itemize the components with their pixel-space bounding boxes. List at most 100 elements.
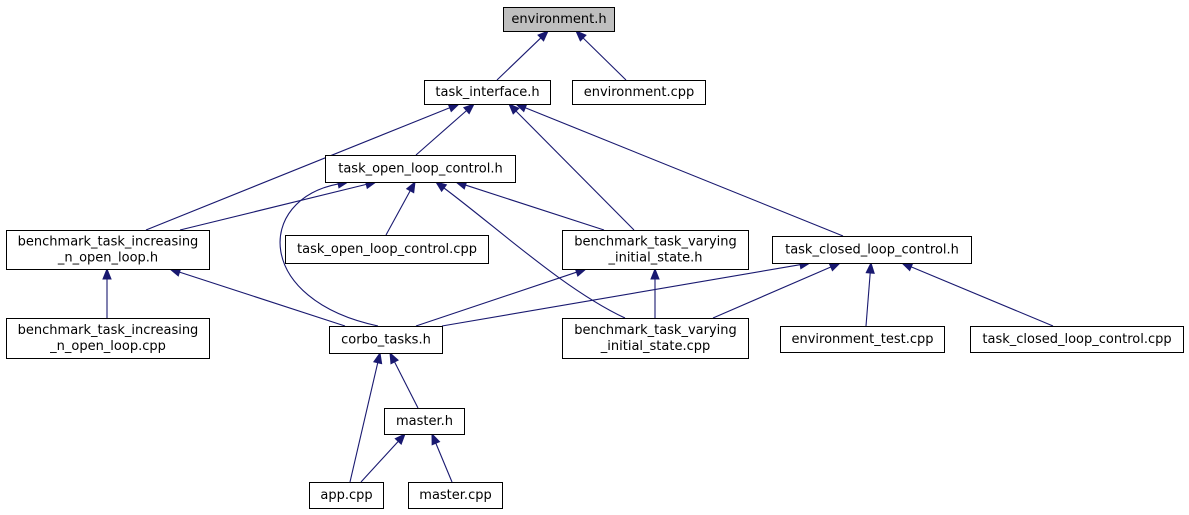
edge-line [582, 37, 627, 81]
arrow-head [102, 267, 112, 280]
edge-line [415, 110, 467, 156]
arrow-head [828, 262, 842, 272]
node-benchmark-task-increasing-n-open-loop-cpp[interactable]: benchmark_task_increasing_n_open_loop.cp… [6, 318, 210, 359]
edge-line [349, 362, 379, 483]
node-label: corbo_tasks.h [341, 333, 431, 348]
node-environment-h: environment.h [503, 7, 615, 32]
arrow-head [389, 351, 399, 365]
node-master-h[interactable]: master.h [384, 408, 465, 435]
node-label: master.cpp [419, 488, 491, 503]
arrow-head [900, 262, 914, 272]
edge-benchmark_task_varying_initial_state_cpp-to-task_open_loop_control_h [434, 181, 626, 319]
edge-benchmark_task_varying_initial_state_cpp-to-task_closed_loop_control_h [712, 262, 842, 319]
node-label: app.cpp [320, 488, 372, 503]
arrow-head [650, 267, 660, 280]
arrow-head [447, 103, 461, 113]
arrow-head [434, 181, 448, 193]
edge-benchmark_task_increasing_n_open_loop_cpp-to-benchmark_task_increasing_n_open_loop_h [102, 267, 112, 318]
edge-line [441, 264, 801, 327]
edge-master_cpp-to-master_h [431, 432, 453, 483]
edge-line [435, 443, 453, 483]
edge-task_open_loop_control_cpp-to-task_open_loop_control_h [385, 180, 416, 236]
nodes-layer: environment.h task_interface.h environment… [6, 7, 1184, 509]
arrow-head [431, 432, 441, 446]
node-box [562, 230, 749, 270]
edge-line [385, 190, 411, 236]
edge-environment_test_cpp-to-task_closed_loop_control_h [865, 261, 875, 327]
edge-line [394, 361, 419, 409]
node-box [285, 235, 489, 264]
edge-corbo_tasks_h-to-benchmark_task_increasing_n_open_loop_h [168, 267, 346, 327]
edge-environment_cpp-to-environment_h [575, 30, 627, 81]
node-environment-cpp[interactable]: environment.cpp [572, 80, 706, 105]
edge-line [443, 187, 626, 319]
node-label: _initial_state.h [607, 251, 702, 266]
node-label: task_interface.h [435, 85, 539, 100]
node-label: task_open_loop_control.h [338, 162, 503, 177]
edge-corbo_tasks_h-to-task_closed_loop_control_h [441, 260, 812, 327]
node-box [408, 482, 503, 509]
edge-line [712, 266, 832, 319]
edge-benchmark_task_varying_initial_state_cpp-to-benchmark_task_varying_initial_state_h [650, 267, 660, 318]
node-label: environment.h [511, 12, 606, 27]
arrow-head [462, 103, 476, 115]
node-task-open-loop-control-h[interactable]: task_open_loop_control.h [325, 155, 516, 183]
node-app-cpp[interactable]: app.cpp [309, 482, 384, 509]
node-label: benchmark_task_varying [574, 323, 737, 338]
node-box [424, 80, 551, 105]
edge-line [415, 271, 577, 327]
edge-line [145, 107, 450, 231]
edge-line [465, 184, 605, 231]
arrow-head [394, 433, 406, 445]
node-box [309, 482, 384, 509]
node-box [970, 326, 1184, 353]
node-box [384, 408, 465, 435]
node-label: _n_open_loop.cpp [49, 339, 166, 354]
edge-line [179, 271, 346, 327]
arrow-head [508, 103, 520, 115]
edge-line [911, 266, 1054, 327]
arrow-head [405, 180, 416, 194]
edge-benchmark_task_varying_initial_state_h-to-task_interface_h [508, 103, 635, 231]
node-task-interface-h[interactable]: task_interface.h [424, 80, 551, 105]
edge-app_cpp-to-master_h [360, 433, 406, 483]
edge-task_open_loop_control_h-to-task_interface_h [415, 103, 476, 156]
node-task-open-loop-control-cpp[interactable]: task_open_loop_control.cpp [285, 235, 489, 264]
node-label: master.h [396, 414, 453, 429]
node-task-closed-loop-control-h[interactable]: task_closed_loop_control.h [772, 236, 972, 264]
edge-task_closed_loop_control_h-to-task_interface_h [514, 103, 844, 237]
edge-line [179, 183, 367, 231]
arrow-head [575, 30, 587, 42]
node-label: environment.cpp [584, 85, 695, 100]
node-box [572, 80, 706, 105]
arrow-head [537, 30, 549, 42]
node-box [562, 318, 749, 359]
node-task-closed-loop-control-cpp[interactable]: task_closed_loop_control.cpp [970, 326, 1184, 353]
edge-line [865, 272, 871, 327]
node-label: task_open_loop_control.cpp [297, 242, 477, 257]
node-benchmark-task-varying-initial-state-h[interactable]: benchmark_task_varying_initial_state.h [562, 230, 749, 270]
node-box [503, 7, 615, 32]
node-master-cpp[interactable]: master.cpp [408, 482, 503, 509]
node-box [772, 236, 972, 264]
edge-task_interface_h-to-environment_h [496, 30, 549, 81]
node-label: _n_open_loop.h [57, 251, 158, 266]
node-corbo-tasks-h[interactable]: corbo_tasks.h [329, 326, 443, 354]
node-label: environment_test.cpp [791, 332, 933, 347]
node-label: benchmark_task_increasing [18, 323, 199, 338]
arrow-head [373, 351, 383, 365]
edge-master_h-to-corbo_tasks_h [389, 351, 419, 409]
node-box [325, 155, 516, 183]
arrow-head [865, 261, 875, 274]
node-benchmark-task-varying-initial-state-cpp[interactable]: benchmark_task_varying_initial_state.cpp [562, 318, 749, 359]
node-benchmark-task-increasing-n-open-loop-h[interactable]: benchmark_task_increasing_n_open_loop.h [6, 230, 210, 270]
node-label: _initial_state.cpp [600, 339, 710, 354]
edge-benchmark_task_increasing_n_open_loop_h-to-task_open_loop_control_h [179, 179, 378, 231]
node-environment-test-cpp[interactable]: environment_test.cpp [780, 326, 945, 353]
node-label: task_closed_loop_control.h [785, 243, 959, 258]
node-box [6, 230, 210, 270]
edge-line [525, 107, 844, 237]
edge-line [496, 37, 542, 81]
node-box [780, 326, 945, 353]
